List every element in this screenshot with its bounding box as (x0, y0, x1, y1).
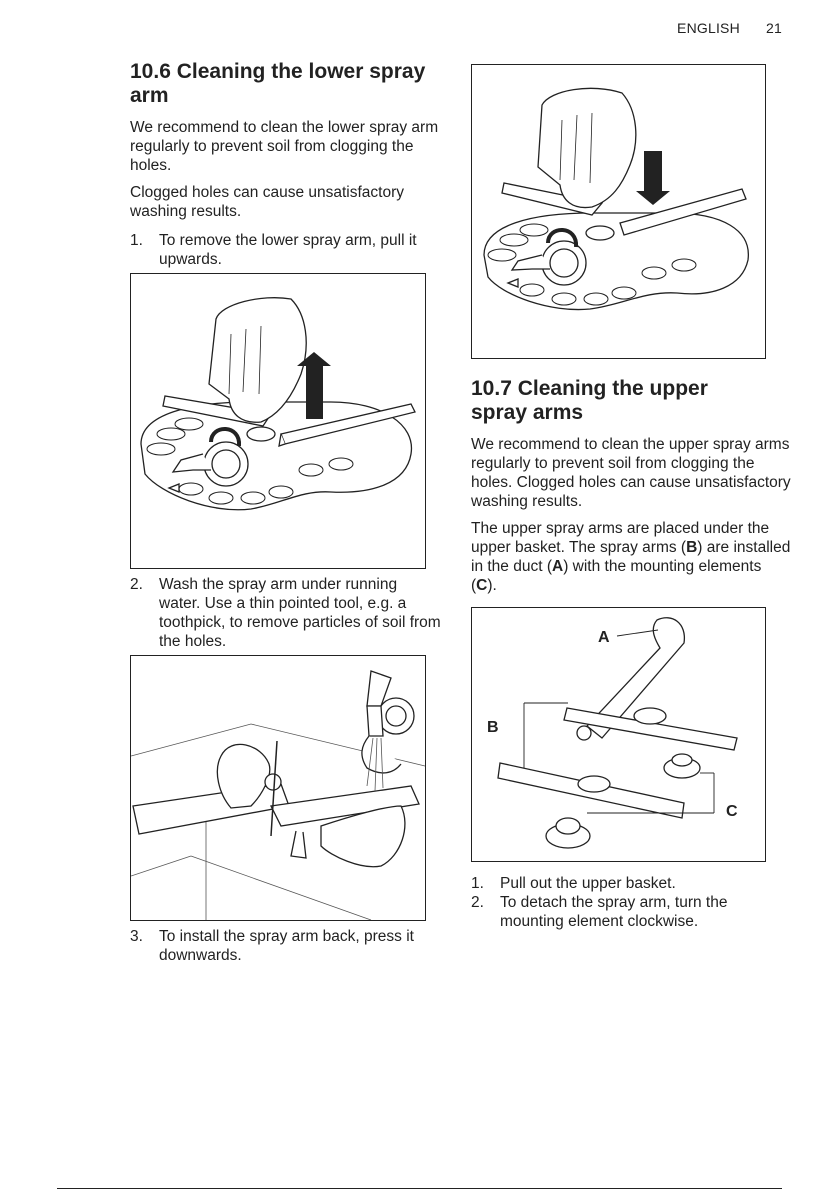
illustration-rinse-arm (131, 670, 425, 920)
section-upper-spray-arms: 10.7 Cleaning the upper spray arms We re… (471, 64, 791, 931)
illustration-pull-arm-up (140, 297, 416, 511)
step-3: 3. To install the spray arm back, press … (130, 927, 442, 965)
footer-rule (57, 1188, 782, 1189)
step-number: 2. (130, 576, 143, 593)
text-run: The upper spray arms are placed under th… (471, 520, 770, 556)
page-number: 21 (766, 20, 782, 36)
label-b: B (487, 719, 499, 736)
figure-wash-arm (130, 655, 426, 921)
step-number: 1. (130, 232, 143, 249)
step-number: 1. (471, 875, 484, 892)
step-text: Wash the spray arm under running water. … (159, 576, 441, 650)
figure-remove-lower-arm (130, 273, 426, 569)
paragraph: We recommend to clean the lower spray ar… (130, 119, 439, 174)
step-1: 1. Pull out the upper basket. (471, 874, 791, 893)
paragraph-with-references: The upper spray arms are placed under th… (471, 519, 791, 595)
text-run: ). (487, 577, 497, 594)
step-number: 2. (471, 894, 484, 911)
section-title: 10.7 Cleaning the upper spray arms (471, 377, 708, 424)
step-2: 2. Wash the spray arm under running wate… (130, 575, 442, 651)
label-c: C (726, 803, 738, 820)
text-run: ) with the mounting elements ( (471, 558, 762, 594)
figure-install-lower-arm (471, 64, 766, 359)
figure-upper-arms-parts: A B C (471, 607, 766, 862)
section-lower-spray-arm: 10.6 Cleaning the lower spray arm We rec… (130, 60, 442, 965)
paragraph: We recommend to clean the upper spray ar… (471, 436, 791, 510)
step-text: Pull out the upper basket. (500, 875, 676, 892)
paragraph: Clogged holes can cause unsatisfactory w… (130, 184, 404, 220)
step-text: To remove the lower spray arm, pull it u… (159, 232, 417, 268)
language-label: ENGLISH (677, 20, 740, 36)
step-text: To install the spray arm back, press it … (159, 928, 414, 964)
ref-b: B (686, 539, 698, 556)
ref-a: A (552, 558, 564, 575)
step-number: 3. (130, 928, 143, 945)
section-title: 10.6 Cleaning the lower spray arm (130, 60, 426, 107)
text-run: ) are installed in the duct ( (471, 539, 791, 575)
illustration-upper-arm-parts: A B C (487, 617, 738, 849)
illustration-press-arm-down (483, 87, 749, 311)
ref-c: C (476, 577, 488, 594)
step-1: 1. To remove the lower spray arm, pull i… (130, 231, 442, 269)
label-a: A (598, 629, 610, 646)
page-header: ENGLISH 21 (677, 20, 782, 36)
step-2: 2. To detach the spray arm, turn the mou… (471, 893, 791, 931)
step-text: To detach the spray arm, turn the mounti… (500, 894, 728, 930)
